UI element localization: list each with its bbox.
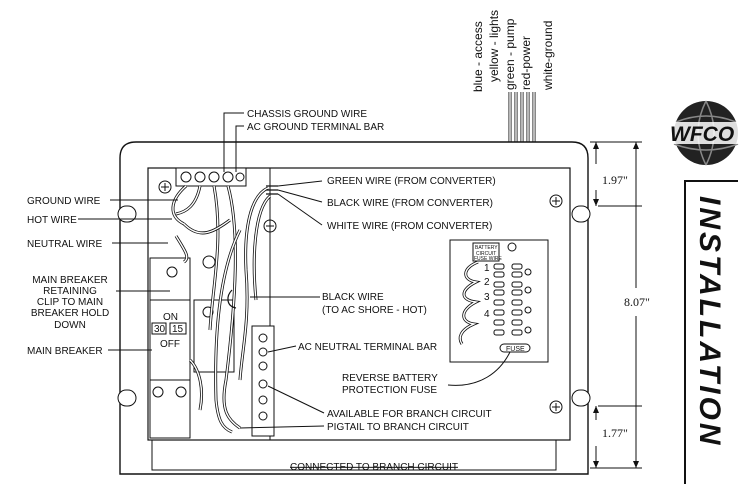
black-wire-converter-label: BLACK WIRE (FROM CONVERTER) [327,198,493,209]
internal-wires [171,184,278,434]
black-wire-shore-label-2: (TO AC SHORE - HOT) [322,305,427,316]
white-wire-label: WHITE WIRE (FROM CONVERTER) [327,221,492,232]
enclosure-outline [119,141,589,475]
hot-wire-label: HOT WIRE [27,215,77,226]
installation-title: INSTALLATION [693,196,726,448]
fuse-number-3: 3 [484,292,490,303]
fuse-panel-header-3: FUSE WIRE [474,256,502,262]
wire-label-red: red-power [519,36,533,90]
dimension-lines [590,141,642,469]
green-wire-label: GREEN WIRE (FROM CONVERTER) [327,176,496,187]
breaker-30-label: 30 [154,324,166,335]
fuse-panel: BATTERY CIRCUIT FUSE WIRE 1 2 3 4 FUSE [449,239,549,363]
reverse-battery-label-1: REVERSE BATTERY [342,373,438,384]
fuse-slots [493,263,532,336]
ground-wire-label: GROUND WIRE [27,196,101,207]
retaining-clip-line-3: CLIP TO MAIN [37,297,103,308]
fuse-label: FUSE [506,346,525,353]
wfco-logo-text: WFCO [670,123,734,146]
fuse-number-4: 4 [484,309,490,320]
fuse-panel-header-1: BATTERY [475,245,498,251]
breaker-off-label: OFF [160,339,180,350]
breaker-15-label: 15 [172,324,184,335]
main-breaker: ON 30 15 OFF [149,257,235,439]
ac-ground-terminal-bar [175,167,247,187]
mount-slots [117,205,591,407]
black-wire-shore-label-1: BLACK WIRE [322,292,384,303]
pigtail-branch-label: PIGTAIL TO BRANCH CIRCUIT [327,422,469,433]
ac-neutral-terminal-bar-label: AC NEUTRAL TERMINAL BAR [298,342,437,353]
available-branch-label: AVAILABLE FOR BRANCH CIRCUIT [327,409,492,420]
fuse-number-2: 2 [484,277,490,288]
wfco-logo: WFCO [668,100,744,166]
neutral-wire-label: NEUTRAL WIRE [27,239,103,250]
retaining-clip-line-2: RETAINING [43,286,97,297]
chassis-ground-wire-label: CHASSIS GROUND WIRE [247,109,367,120]
dimension-overall: 8.07" [624,295,650,309]
retaining-clip-line-1: MAIN BREAKER [32,275,108,286]
leader-lines [78,112,511,429]
fuse-number-1: 1 [484,263,490,274]
main-breaker-label: MAIN BREAKER [27,346,103,357]
wire-label-green: green - pump [503,18,517,90]
enclosure-bottom-strip [151,439,557,471]
retaining-clip-label: MAIN BREAKER RETAINING CLIP TO MAIN BREA… [31,275,109,331]
dimension-bottom: 1.77" [602,426,628,440]
wire-label-blue: blue - access [471,21,485,92]
bottom-connected-label: CONNECTED TO BRANCH CIRCUIT [290,462,458,473]
ac-ground-terminal-bar-label: AC GROUND TERMINAL BAR [247,122,384,133]
retaining-clip-line-4: BREAKER HOLD [31,308,109,319]
wire-bundle [508,92,536,142]
dimension-top: 1.97" [602,173,628,187]
wire-color-labels: blue - access yellow - lights green - pu… [471,10,555,92]
breaker-on-label: ON [163,312,178,323]
installation-title-box [684,180,738,484]
ac-neutral-terminal-bar [251,325,275,437]
wire-label-white: white-ground [541,21,555,91]
retaining-clip-line-5: DOWN [54,320,86,331]
fuse-panel-header-2: CIRCUIT [476,251,496,257]
wire-label-yellow: yellow - lights [487,10,501,82]
reverse-battery-label-2: PROTECTION FUSE [342,385,437,396]
